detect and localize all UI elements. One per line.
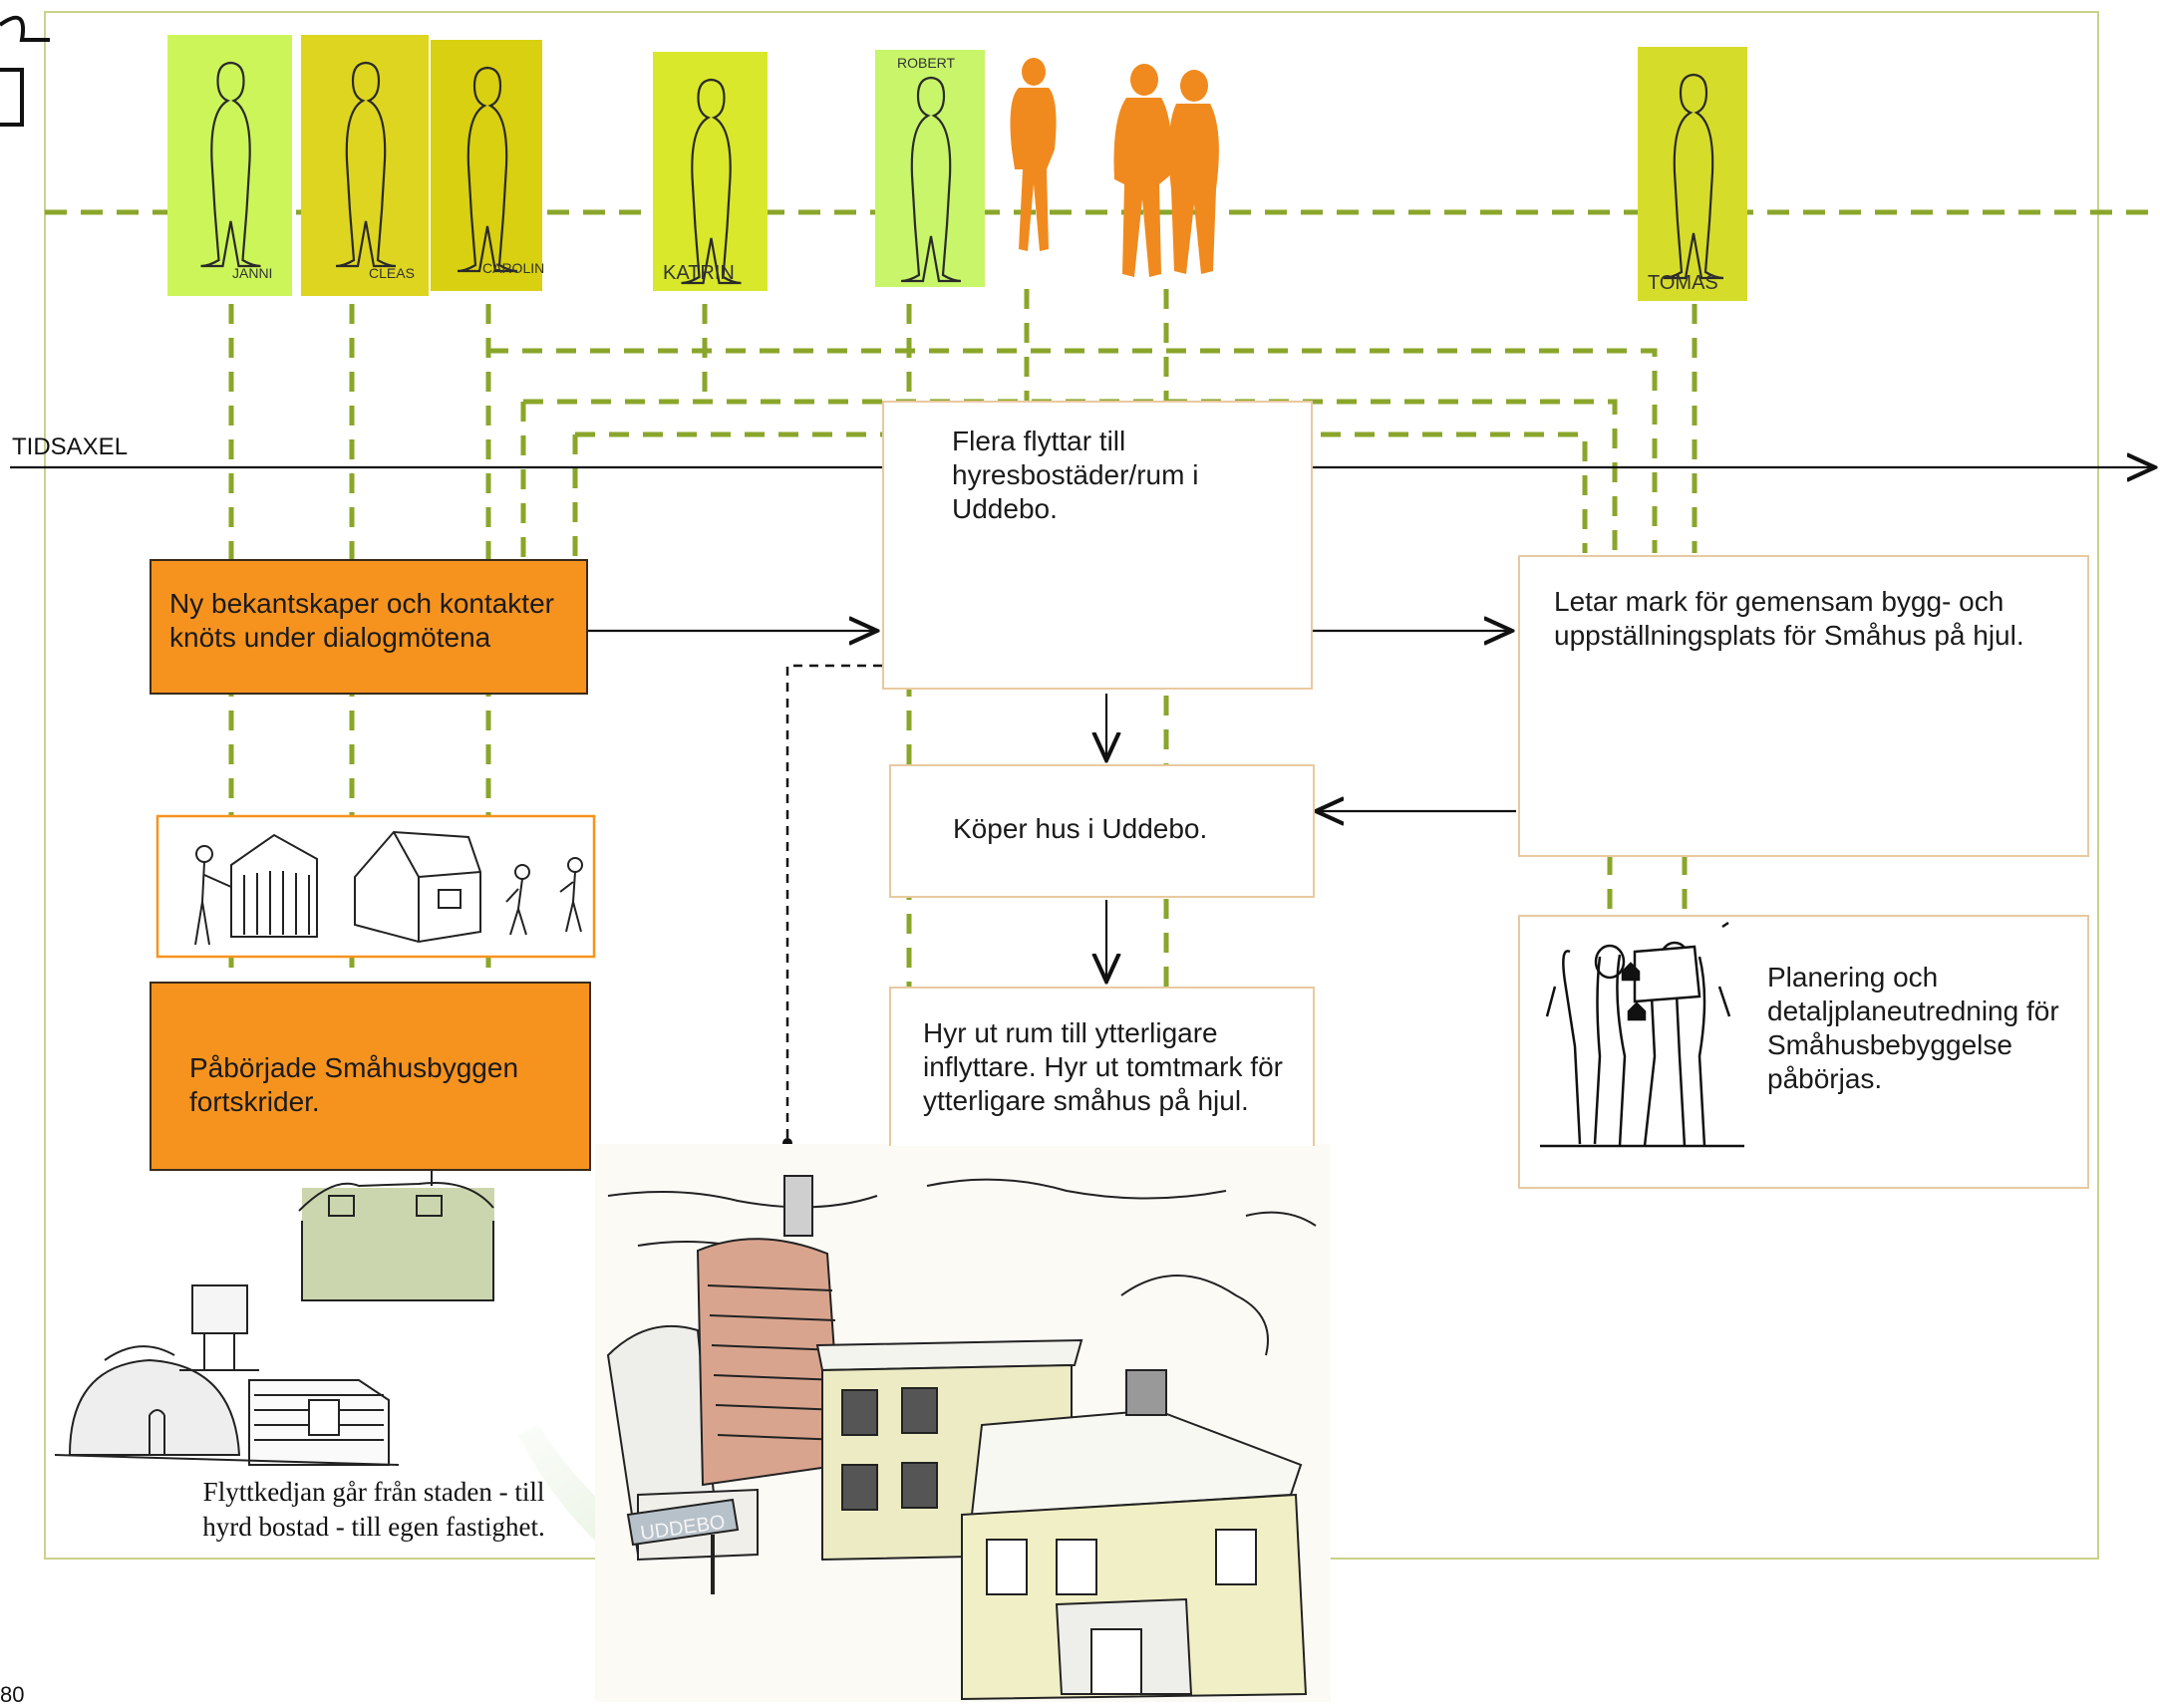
flow-arrows xyxy=(588,631,1516,982)
person-note-cleas: CLEAS xyxy=(301,35,429,296)
person-note-janni: JANNI xyxy=(167,35,292,296)
person-label-tomas: TOMAS xyxy=(1648,272,1718,294)
caption-line-1: Flyttkedjan går från staden - till xyxy=(202,1477,545,1507)
person-note-katrin: KATRIN xyxy=(653,52,768,291)
person-note-robert: ROBERT xyxy=(875,50,985,287)
tiny-houses-sketch xyxy=(54,1166,494,1466)
box-new-contacts: Ny bekantskaper och kontakter knöts unde… xyxy=(150,559,588,695)
corner-logo-fragment xyxy=(0,15,50,127)
caption-line-2: hyrd bostad - till egen fastighet. xyxy=(202,1512,545,1542)
person-figure-robert xyxy=(900,76,962,283)
box-move-rent: Flera flyttar till hyresbostäder/rum i U… xyxy=(882,401,1313,690)
page-number: 80 xyxy=(0,1682,25,1707)
person-figure-janni xyxy=(200,61,261,268)
person-figure-carolin xyxy=(457,66,518,273)
person-figure-katrin xyxy=(681,78,742,285)
orange-silhouettes xyxy=(1010,58,1219,277)
flow-chain-caption: Flyttkedjan går från staden - till hyrd … xyxy=(174,1475,573,1545)
box-buy-house: Köper hus i Uddebo. xyxy=(889,764,1315,898)
person-label-cleas: CLEAS xyxy=(369,265,415,281)
person-label-katrin: KATRIN xyxy=(663,262,735,284)
time-axis-label: TIDSAXEL xyxy=(12,433,129,460)
box-planning: Planering och detaljplaneutredning för S… xyxy=(1518,915,2089,1189)
house-sketch-strip xyxy=(155,814,596,959)
person-note-tomas: TOMAS xyxy=(1638,47,1747,301)
box-building-progress: Påbörjade Småhusbyggen fortskrider. xyxy=(150,982,591,1171)
person-figure-tomas xyxy=(1663,73,1724,280)
box-search-land: Letar mark för gemensam bygg- och uppstä… xyxy=(1518,555,2089,857)
person-label-janni: JANNI xyxy=(232,265,272,281)
box-rent-out: Hyr ut rum till ytterligare inflyttare. … xyxy=(889,987,1315,1146)
uddebo-sign: UDDEBO xyxy=(626,1498,740,1594)
person-figure-cleas xyxy=(335,61,397,268)
uddebo-village-sketch: UDDEBO xyxy=(595,1144,1331,1702)
planning-group-sketch xyxy=(1540,921,1744,1148)
person-label-robert: ROBERT xyxy=(897,55,956,71)
silhouette-couple xyxy=(1113,64,1219,277)
dotted-connector xyxy=(785,664,882,1142)
person-note-carolin: CAROLIN xyxy=(431,40,544,291)
silhouette-person-single xyxy=(1010,58,1057,251)
person-label-carolin: CAROLIN xyxy=(482,260,544,276)
